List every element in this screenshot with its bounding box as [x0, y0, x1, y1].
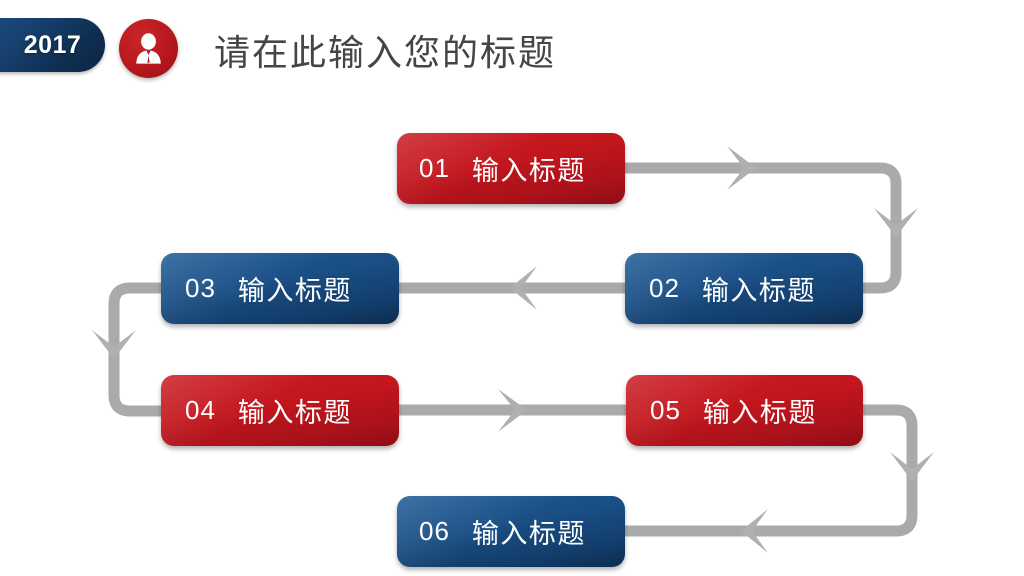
- year-badge-label: 2017: [23, 31, 82, 59]
- flow-step-04-number: 04: [185, 395, 216, 425]
- flow-step-04-label: 输入标题: [237, 398, 352, 428]
- arrowhead-left-06: [741, 509, 768, 553]
- page-title: 请在此输入您的标题: [214, 32, 557, 73]
- arrowhead-down-01: [874, 208, 918, 237]
- flow-step-03-number: 03: [185, 273, 216, 303]
- arrowheads: [92, 146, 934, 553]
- flow-step-05[interactable]: 05 输入标题: [626, 375, 863, 446]
- year-badge: 2017: [0, 18, 105, 72]
- flow-step-01-number: 01: [419, 153, 450, 183]
- flow-step-02[interactable]: 02 输入标题: [625, 253, 863, 324]
- arrowhead-left-02: [510, 266, 537, 310]
- flow-step-01[interactable]: 01 输入标题: [397, 133, 625, 204]
- user-avatar-icon: [119, 19, 178, 78]
- flow-step-02-number: 02: [649, 273, 680, 303]
- flow-step-05-number: 05: [650, 395, 681, 425]
- arrowhead-down-05: [890, 452, 934, 481]
- person-glyph: [136, 33, 161, 64]
- flow-step-03[interactable]: 03 输入标题: [161, 253, 399, 324]
- arrowhead-right-01: [727, 146, 756, 190]
- flow-step-02-label: 输入标题: [701, 276, 816, 306]
- flow-step-05-label: 输入标题: [702, 398, 817, 428]
- flow-step-06-label: 输入标题: [471, 519, 586, 549]
- flow-step-06-number: 06: [419, 516, 450, 546]
- arrowhead-down-03: [92, 330, 136, 359]
- arrowhead-right-04: [498, 389, 527, 432]
- flow-step-06[interactable]: 06 输入标题: [397, 496, 625, 567]
- flow-step-01-label: 输入标题: [471, 156, 586, 186]
- flow-step-03-label: 输入标题: [237, 276, 352, 306]
- flow-step-04[interactable]: 04 输入标题: [161, 375, 399, 446]
